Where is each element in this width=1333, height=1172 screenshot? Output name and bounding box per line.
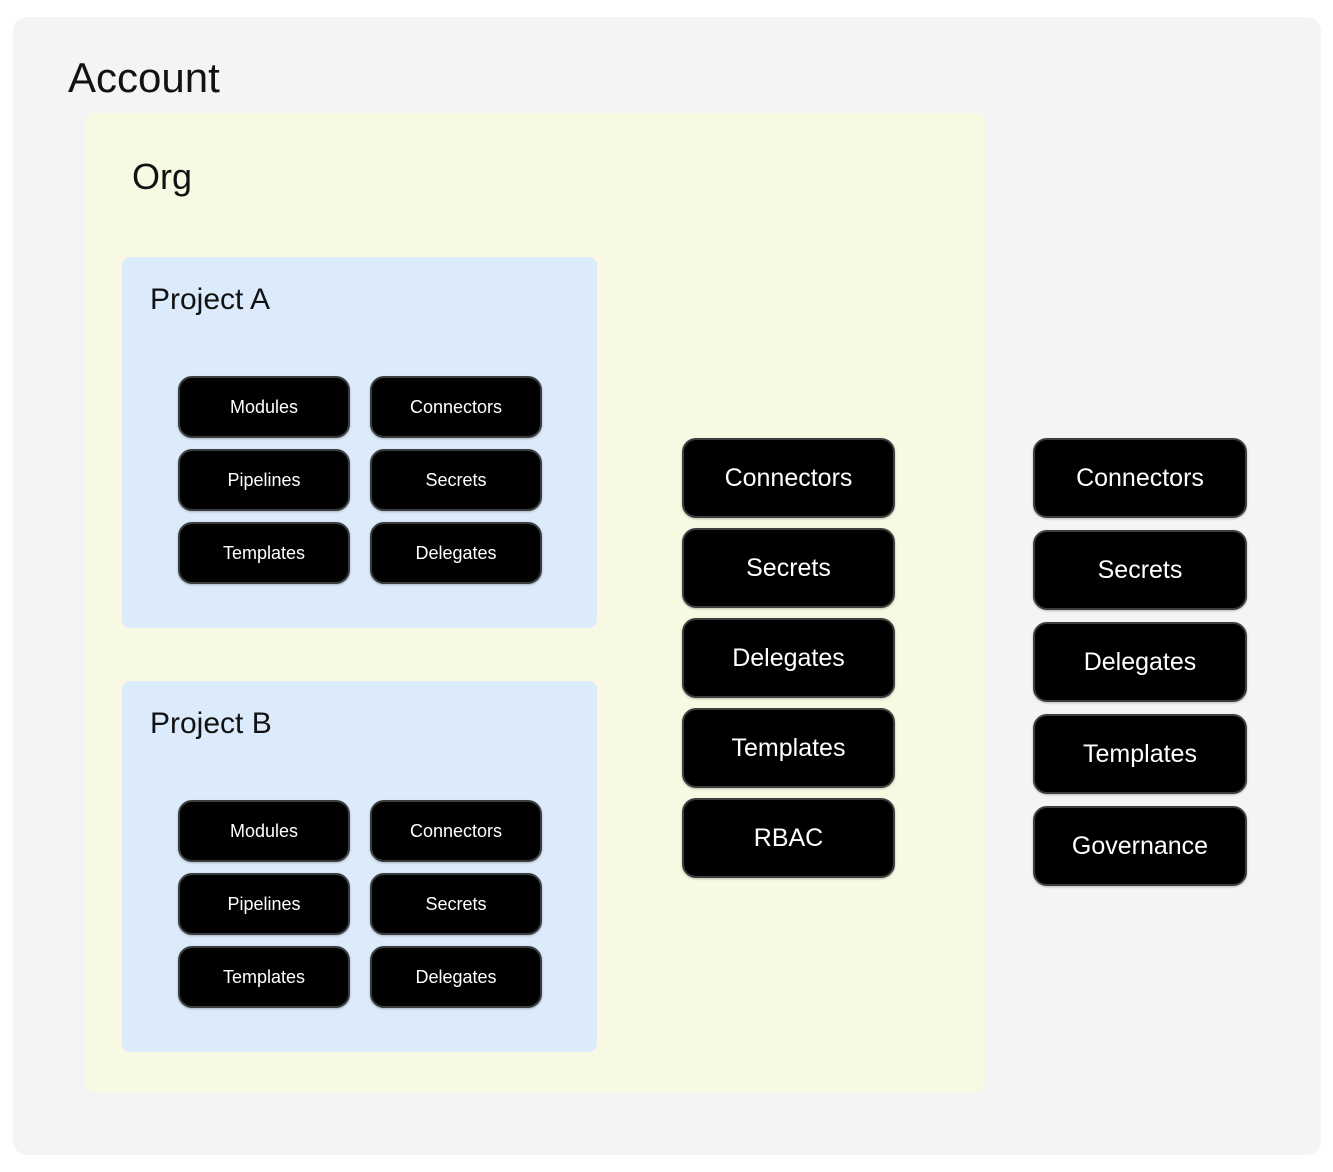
account-container: Account Org Project A Modules Connectors… bbox=[13, 17, 1321, 1155]
account-pill-column: Connectors Secrets Delegates Templates G… bbox=[1033, 438, 1247, 886]
project-b-title: Project B bbox=[150, 707, 272, 740]
account-node-delegates: Delegates bbox=[1033, 622, 1247, 702]
project-a-node-pipelines: Pipelines bbox=[178, 449, 350, 511]
account-node-templates: Templates bbox=[1033, 714, 1247, 794]
project-a-container: Project A Modules Connectors Pipelines S… bbox=[122, 257, 597, 628]
project-b-node-connectors: Connectors bbox=[370, 800, 542, 862]
org-node-rbac: RBAC bbox=[682, 798, 895, 878]
project-b-node-delegates: Delegates bbox=[370, 946, 542, 1008]
project-a-node-modules: Modules bbox=[178, 376, 350, 438]
org-pill-column: Connectors Secrets Delegates Templates R… bbox=[682, 438, 895, 878]
account-node-governance: Governance bbox=[1033, 806, 1247, 886]
org-node-connectors: Connectors bbox=[682, 438, 895, 518]
project-a-title: Project A bbox=[150, 283, 271, 316]
org-node-secrets: Secrets bbox=[682, 528, 895, 608]
project-a-node-delegates: Delegates bbox=[370, 522, 542, 584]
project-b-node-modules: Modules bbox=[178, 800, 350, 862]
project-b-node-pipelines: Pipelines bbox=[178, 873, 350, 935]
project-b-container: Project B Modules Connectors Pipelines S… bbox=[122, 681, 597, 1052]
org-node-templates: Templates bbox=[682, 708, 895, 788]
account-node-secrets: Secrets bbox=[1033, 530, 1247, 610]
account-node-connectors: Connectors bbox=[1033, 438, 1247, 518]
project-b-pill-grid: Modules Connectors Pipelines Secrets Tem… bbox=[178, 800, 542, 1008]
project-a-node-templates: Templates bbox=[178, 522, 350, 584]
project-b-node-templates: Templates bbox=[178, 946, 350, 1008]
account-title: Account bbox=[68, 54, 220, 101]
project-a-pill-grid: Modules Connectors Pipelines Secrets Tem… bbox=[178, 376, 542, 584]
org-title: Org bbox=[132, 156, 193, 197]
project-a-node-secrets: Secrets bbox=[370, 449, 542, 511]
org-node-delegates: Delegates bbox=[682, 618, 895, 698]
project-b-node-secrets: Secrets bbox=[370, 873, 542, 935]
project-a-node-connectors: Connectors bbox=[370, 376, 542, 438]
org-container: Org Project A Modules Connectors Pipelin… bbox=[85, 113, 985, 1092]
